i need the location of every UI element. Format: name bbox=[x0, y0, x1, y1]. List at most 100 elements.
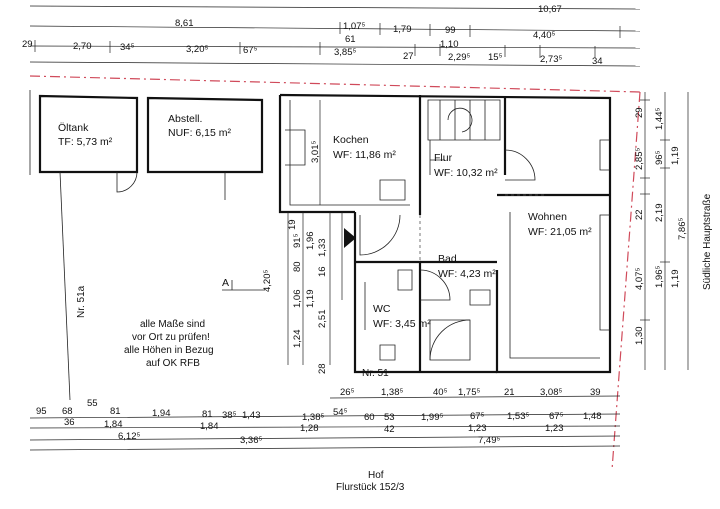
dim-top-b: 1,07⁵ bbox=[343, 21, 365, 32]
dim-r1-1: 2,70 bbox=[73, 41, 92, 52]
room-name-flur: Flur bbox=[434, 152, 453, 164]
dim-rc2-5: 1,19 bbox=[670, 270, 681, 289]
note-line-4: auf OK RFB bbox=[146, 358, 200, 369]
dim-v-915: 91⁵ bbox=[292, 233, 303, 248]
room-area-bad: WF: 4,23 m² bbox=[438, 268, 496, 280]
dim-b2-8: 1,38⁵ bbox=[302, 412, 324, 423]
dim-b3-1: 1,84 bbox=[104, 419, 123, 430]
room-area-wc: WF: 3,45 m² bbox=[373, 318, 431, 330]
dim-r1-10: 34 bbox=[592, 56, 603, 67]
note-line-2: vor Ort zu prüfen! bbox=[132, 332, 210, 343]
dim-top-g: 4,40⁵ bbox=[533, 30, 555, 41]
dim-rc3-0: 7,86⁵ bbox=[677, 218, 688, 240]
right-dimensions: 29 2,85⁵ 22 4,07⁵ 1,30 1,44⁵ 96⁵ 1,19 2,… bbox=[634, 92, 713, 370]
dim-r1-7: 2,29⁵ bbox=[448, 52, 470, 63]
dim-rc1-3: 4,07⁵ bbox=[634, 268, 645, 290]
dim-b2-9: 54⁵ bbox=[333, 407, 348, 418]
dim-overall: 10,67 bbox=[538, 4, 562, 15]
room-area-flur: WF: 10,32 m² bbox=[434, 167, 498, 179]
dim-b2-14: 1,53⁵ bbox=[507, 411, 529, 422]
note-line-1: alle Maße sind bbox=[140, 319, 205, 330]
dim-b1-2: 40⁵ bbox=[433, 387, 448, 398]
yard-label: Hof bbox=[368, 470, 384, 481]
dim-v-19: 19 bbox=[287, 219, 298, 230]
dim-rc1-4: 1,30 bbox=[634, 327, 645, 346]
dim-rc1-0: 29 bbox=[634, 107, 645, 118]
dim-b3-5: 1,23 bbox=[468, 423, 487, 434]
dim-rc2-4: 1,96⁵ bbox=[654, 266, 665, 288]
house-walls bbox=[278, 93, 612, 374]
dim-b1-5: 3,08⁵ bbox=[540, 387, 562, 398]
dim-b2-10: 60 bbox=[364, 412, 375, 423]
bottom-dimensions: 26⁵ 1,38⁵ 40⁵ 1,75⁵ 21 3,08⁵ 39 95 68 55… bbox=[29, 387, 621, 451]
room-area-oeltank: TF: 5,73 m² bbox=[58, 136, 113, 148]
dim-b1-1: 1,38⁵ bbox=[381, 387, 403, 398]
dim-l-28: 28 bbox=[317, 363, 328, 374]
dim-r1-9: 2,73⁵ bbox=[540, 54, 562, 65]
entrance-arrow-icon bbox=[344, 228, 356, 248]
dim-b1-6: 39 bbox=[590, 387, 601, 398]
dim-v-16: 16 bbox=[317, 266, 328, 277]
house-number: Nr. 51 bbox=[362, 368, 389, 379]
dim-b2-0: 95 bbox=[36, 406, 47, 417]
dim-b2-5: 81 bbox=[202, 409, 213, 420]
dim-b2-2: 55 bbox=[87, 398, 98, 409]
dim-b2-12: 1,99⁵ bbox=[421, 412, 443, 423]
property-line-right bbox=[611, 91, 641, 471]
dim-b1-0: 26⁵ bbox=[340, 387, 355, 398]
dim-b2-7: 1,43 bbox=[242, 410, 261, 421]
dim-b3-2: 1,84 bbox=[200, 421, 219, 432]
room-name-kochen: Kochen bbox=[333, 134, 369, 146]
dim-r1-4: 67⁵ bbox=[243, 45, 258, 56]
dim-top-e: 61 bbox=[345, 34, 356, 45]
dim-b5-0: 3,36⁵ bbox=[240, 435, 262, 446]
dim-rc2-3: 2,19 bbox=[654, 204, 665, 223]
dim-l-4205: 4,20⁵ bbox=[262, 270, 273, 292]
dim-b3-3: 1,28 bbox=[300, 423, 319, 434]
parcel-label: Flurstück 152/3 bbox=[336, 482, 405, 493]
room-area-abstell: NUF: 6,15 m² bbox=[168, 127, 232, 139]
neighbor-number: Nr. 51a bbox=[76, 285, 87, 318]
dim-v-196: 1,96 bbox=[305, 232, 316, 251]
room-name-wohnen: Wohnen bbox=[528, 211, 567, 223]
dim-kochen-height: 3,01⁵ bbox=[310, 141, 321, 163]
staircase bbox=[427, 99, 501, 175]
section-label: A bbox=[222, 277, 229, 289]
room-name-bad: Bad bbox=[438, 253, 457, 265]
dim-top-f: 1,10 bbox=[440, 39, 459, 50]
dim-l-119: 1,19 bbox=[305, 290, 316, 309]
dim-r1-0: 29 bbox=[22, 39, 33, 50]
inner-vertical-dims: 3,01⁵ 19 91⁵ 1,96 80 16 1,33 4,20⁵ 1,06 … bbox=[262, 100, 343, 374]
dim-b4-1: 7,49⁵ bbox=[478, 435, 500, 446]
top-dimensions: 10,67 8,61 1,07⁵ 1,79 99 4,40⁵ 61 1,10 2… bbox=[22, 4, 641, 67]
dim-b4-0: 6,12⁵ bbox=[118, 431, 140, 442]
note-line-3: alle Höhen in Bezug bbox=[124, 345, 214, 356]
dim-l-106: 1,06 bbox=[292, 290, 303, 309]
dim-b2-13: 67⁵ bbox=[470, 411, 485, 422]
dim-r1-6: 27 bbox=[403, 51, 414, 62]
dim-v-80: 80 bbox=[292, 261, 303, 272]
dim-rc1-1: 2,85⁵ bbox=[634, 148, 645, 170]
dim-rc2-0: 1,44⁵ bbox=[654, 108, 665, 130]
dim-b2-15: 67⁵ bbox=[549, 411, 564, 422]
dim-rc2-1: 96⁵ bbox=[654, 150, 665, 165]
dim-r1-8: 15⁵ bbox=[488, 52, 503, 63]
dim-b3-4: 42 bbox=[384, 424, 395, 435]
room-name-wc: WC bbox=[373, 303, 391, 315]
dim-b2-1: 68 bbox=[62, 406, 73, 417]
dim-b3-0: 36 bbox=[64, 417, 75, 428]
dim-b2-16: 1,48 bbox=[583, 411, 602, 422]
room-area-kochen: WF: 11,86 m² bbox=[333, 149, 396, 161]
dim-b1-4: 21 bbox=[504, 387, 515, 398]
street-name: Südliche Hauptstraße bbox=[702, 193, 713, 290]
room-name-abstell: Abstell. bbox=[168, 113, 202, 125]
dim-top-a: 8,61 bbox=[175, 18, 194, 29]
property-line bbox=[29, 75, 641, 93]
outbuildings bbox=[29, 90, 264, 200]
room-name-oeltank: Öltank bbox=[58, 122, 89, 134]
dim-top-c: 1,79 bbox=[393, 24, 412, 35]
dim-b3-6: 1,23 bbox=[545, 423, 564, 434]
dim-top-d: 99 bbox=[445, 25, 456, 36]
dim-b2-3: 81 bbox=[110, 406, 121, 417]
dim-r1-2: 34⁵ bbox=[120, 42, 135, 53]
